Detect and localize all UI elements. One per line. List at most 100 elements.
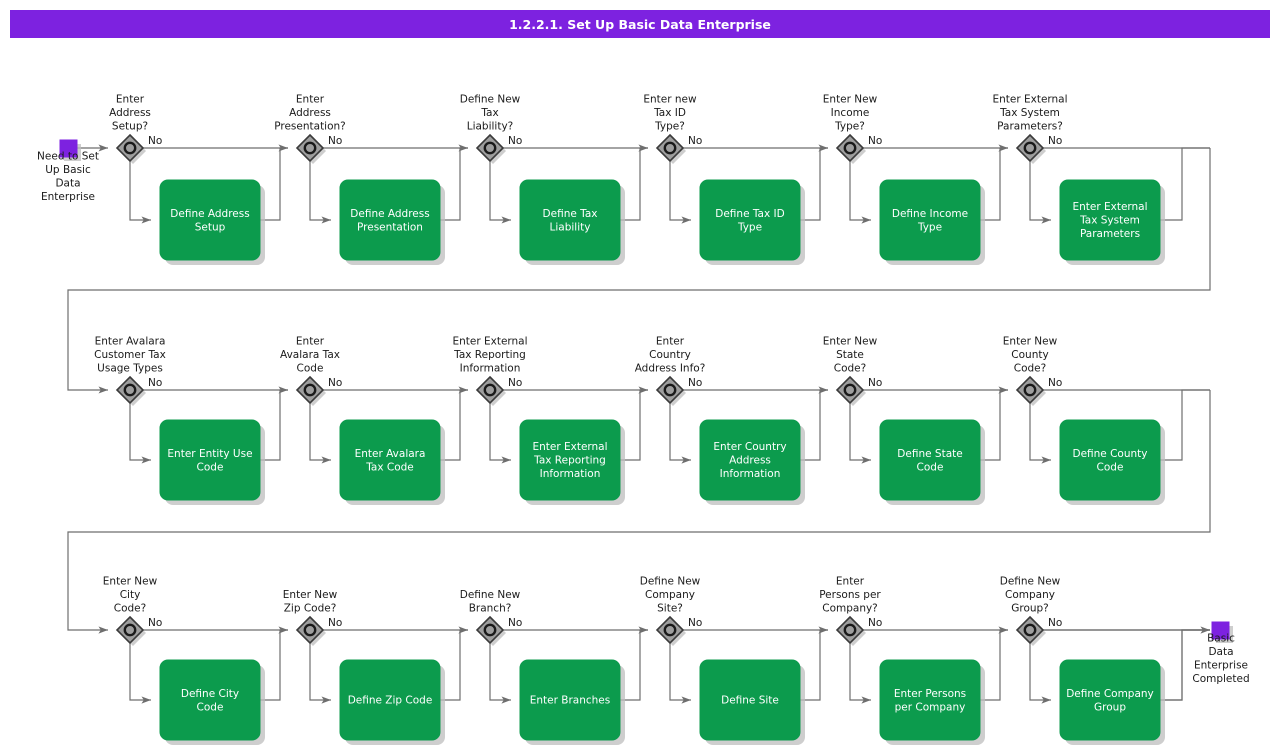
task-box [1059, 659, 1161, 741]
gateway-r3-s5[interactable] [835, 615, 866, 646]
task-r1-s2[interactable] [339, 179, 445, 265]
svg-text:Enter External: Enter External [992, 94, 1067, 106]
inclusive-gateway-icon [303, 383, 317, 397]
inclusive-gateway-icon [1023, 623, 1037, 637]
task-box [339, 179, 441, 261]
gateway-r1-s1[interactable] [115, 133, 146, 164]
svg-text:Avalara Tax: Avalara Tax [280, 349, 340, 361]
end-event[interactable] [1211, 621, 1233, 643]
svg-text:Information: Information [540, 468, 601, 480]
svg-text:Define Zip Code: Define Zip Code [348, 695, 433, 707]
flow-connector [67, 390, 1211, 634]
flow-connector [309, 643, 331, 704]
svg-text:Completed: Completed [1192, 673, 1249, 685]
inclusive-gateway-icon [843, 623, 857, 637]
start-event[interactable] [59, 139, 81, 161]
gateway-r1-s2[interactable] [295, 133, 326, 164]
svg-text:Enter New: Enter New [823, 94, 878, 106]
task-r1-s4[interactable] [699, 179, 805, 265]
gateway-r2-s2[interactable] [295, 375, 326, 406]
svg-text:Enter New: Enter New [1003, 336, 1058, 348]
edge-label-no-r1-s2: No [328, 135, 342, 147]
task-label-r3-s4: Define Site [721, 695, 779, 707]
svg-text:Company: Company [1005, 589, 1055, 601]
svg-text:per Company: per Company [895, 701, 966, 713]
task-box [879, 179, 981, 261]
svg-text:Address: Address [109, 107, 151, 119]
gateway-r2-s1[interactable] [115, 375, 146, 406]
gateway-r1-s4[interactable] [655, 133, 686, 164]
svg-text:Company?: Company? [822, 603, 878, 615]
svg-text:Address: Address [289, 107, 331, 119]
task-r1-s1[interactable] [159, 179, 265, 265]
gateway-r3-s3[interactable] [475, 615, 506, 646]
flow-connector [849, 643, 871, 704]
flow-connector [489, 643, 511, 704]
svg-text:Tax System: Tax System [999, 107, 1060, 119]
flow-connector [489, 161, 511, 224]
svg-text:Define City: Define City [181, 688, 239, 700]
svg-text:Enter Avalara: Enter Avalara [95, 336, 166, 348]
gateway-r3-s1[interactable] [115, 615, 146, 646]
svg-text:Liability?: Liability? [467, 121, 514, 133]
flow-connector [800, 147, 828, 221]
edge-label-no-r3-s3: No [508, 617, 522, 629]
gateway-r3-s4[interactable] [655, 615, 686, 646]
gateway-r1-s6[interactable] [1015, 133, 1046, 164]
gateway-r3-s2[interactable] [295, 615, 326, 646]
task-box [519, 419, 621, 501]
svg-text:Enter: Enter [836, 576, 865, 588]
task-r2-s2[interactable] [339, 419, 445, 505]
svg-text:Persons per: Persons per [819, 589, 881, 601]
flow-connector [669, 643, 691, 704]
svg-text:Type: Type [917, 221, 942, 233]
inclusive-gateway-icon [1023, 383, 1037, 397]
svg-text:Enter Branches: Enter Branches [530, 695, 611, 707]
task-r1-s6[interactable] [1059, 179, 1165, 265]
gateway-r2-s6[interactable] [1015, 375, 1046, 406]
task-r2-s6[interactable] [1059, 419, 1165, 505]
svg-text:Zip Code?: Zip Code? [284, 603, 337, 615]
task-r3-s4[interactable] [699, 659, 805, 745]
task-r1-s5[interactable] [879, 179, 985, 265]
gateway-r2-s3[interactable] [475, 375, 506, 406]
task-r1-s3[interactable] [519, 179, 625, 265]
edge-label-no-r1-s6: No [1048, 135, 1062, 147]
gateway-r1-s5[interactable] [835, 133, 866, 164]
svg-text:Code?: Code? [834, 363, 866, 375]
flow-connector [800, 629, 828, 701]
task-r2-s5[interactable] [879, 419, 985, 505]
gateway-r2-s4[interactable] [655, 375, 686, 406]
task-r3-s6[interactable] [1059, 659, 1165, 745]
task-r3-s3[interactable] [519, 659, 625, 745]
task-box [339, 419, 441, 501]
task-r3-s1[interactable] [159, 659, 265, 745]
flow-connector [309, 161, 331, 224]
task-box [519, 659, 621, 741]
task-r3-s5[interactable] [879, 659, 985, 745]
task-r3-s2[interactable] [339, 659, 445, 745]
gateway-r1-s3[interactable] [475, 133, 506, 164]
flow-connector [1160, 147, 1210, 221]
svg-text:Code: Code [197, 701, 224, 713]
gateway-r2-s5[interactable] [835, 375, 866, 406]
gateway-r3-s6[interactable] [1015, 615, 1046, 646]
svg-text:Define Address: Define Address [350, 208, 429, 220]
task-box [699, 179, 801, 261]
task-r2-s1[interactable] [159, 419, 265, 505]
inclusive-gateway-icon [123, 623, 137, 637]
task-r2-s3[interactable] [519, 419, 625, 505]
task-r2-s4[interactable] [699, 419, 805, 505]
edge-label-no-r2-s6: No [1048, 377, 1062, 389]
flow-connector [620, 147, 648, 221]
